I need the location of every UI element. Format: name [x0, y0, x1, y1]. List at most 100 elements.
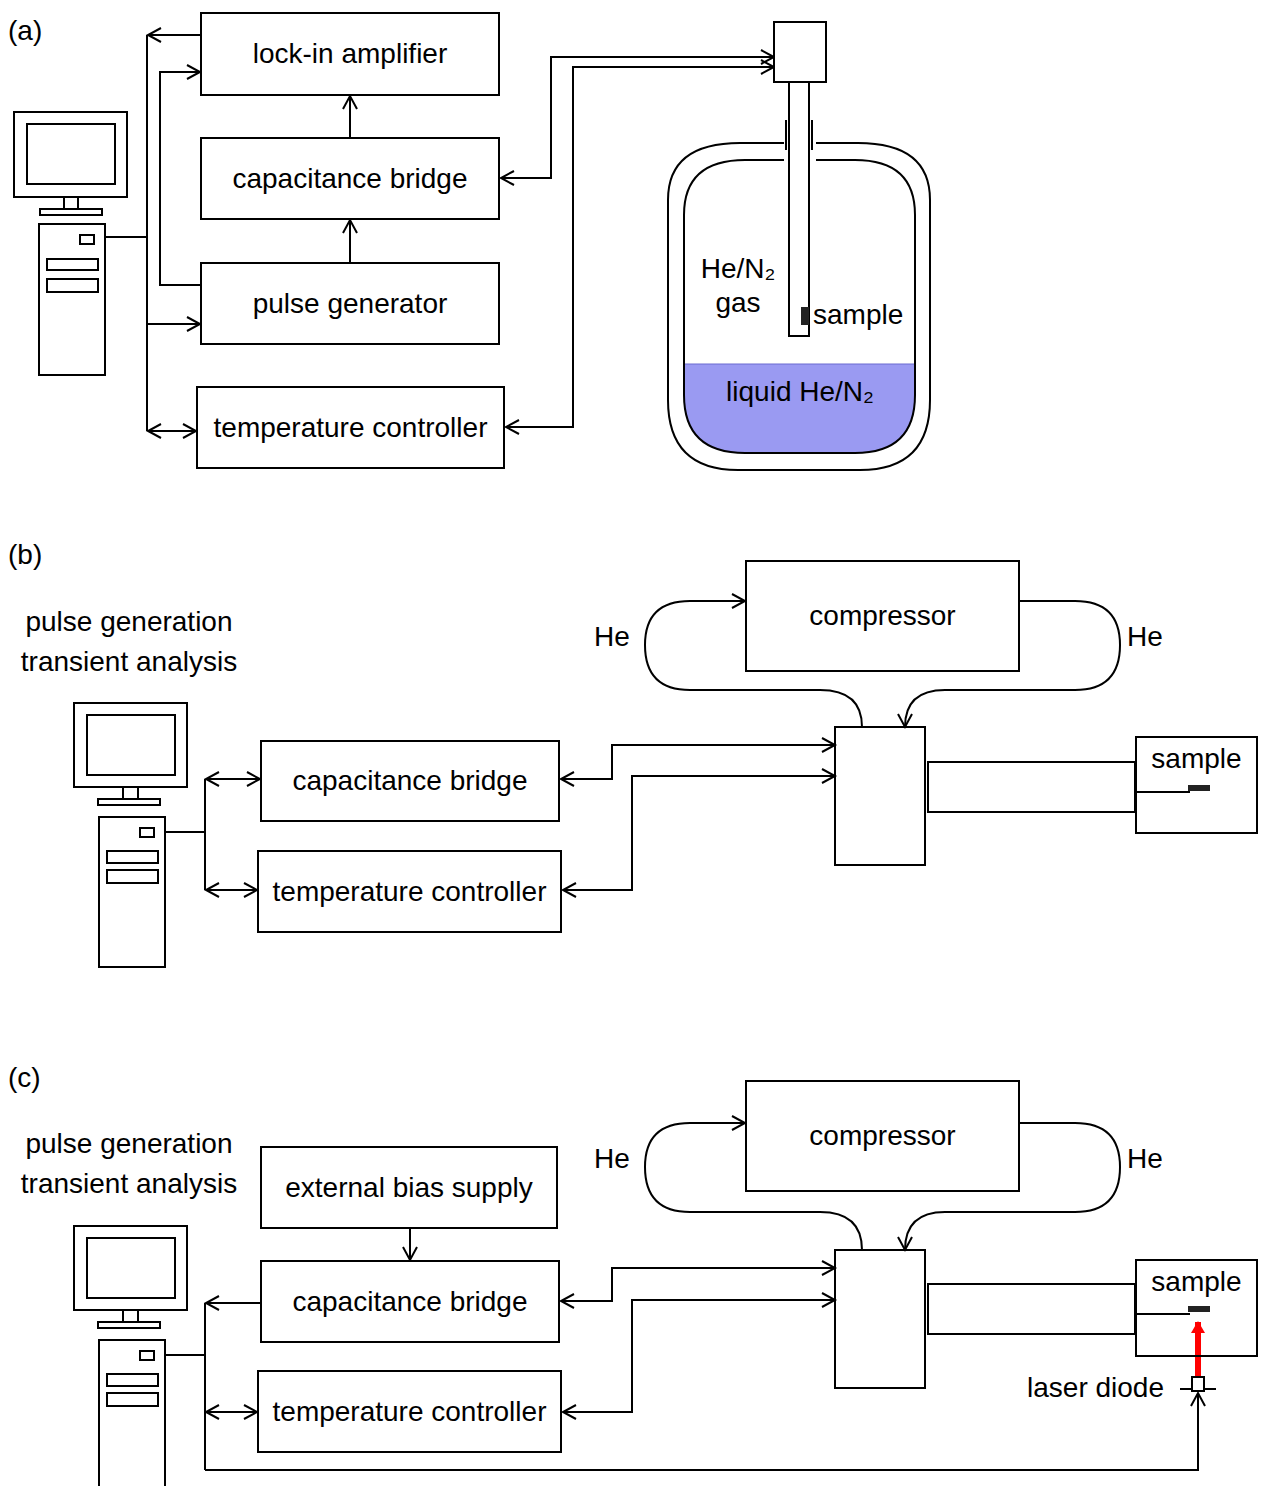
computer — [98, 1322, 160, 1328]
box-label: external bias supply — [285, 1171, 532, 1205]
laser-diode — [1192, 1377, 1204, 1391]
cold-head — [1135, 1313, 1190, 1315]
computer — [39, 224, 105, 375]
box-label: sample — [1151, 1265, 1241, 1299]
cold-head — [835, 727, 925, 865]
signal-wire — [561, 1268, 835, 1301]
sample-chamber: sample — [1135, 1259, 1258, 1357]
signal-wire — [147, 323, 200, 325]
instrument-box: capacitance bridge — [200, 137, 500, 220]
computer — [123, 1310, 138, 1322]
gas-label: He — [1127, 620, 1177, 654]
computer — [107, 851, 158, 863]
gas-label: He/N₂ gas — [690, 252, 786, 320]
compressor-box: compressor — [745, 1080, 1020, 1192]
cold-head — [928, 762, 1135, 812]
instrument-box: capacitance bridge — [260, 740, 560, 822]
signal-wire — [204, 779, 206, 890]
signal-wire — [205, 1393, 1198, 1470]
computer — [123, 787, 138, 799]
box-label: compressor — [809, 1119, 955, 1153]
signal-wire — [146, 35, 148, 431]
computer — [74, 703, 187, 787]
signal-connector — [349, 96, 351, 137]
software-label: pulse generation transient analysis — [2, 602, 256, 682]
instrument-box: temperature controller — [257, 1370, 562, 1453]
computer — [47, 259, 98, 270]
signal-connector — [349, 220, 351, 262]
computer — [99, 1340, 165, 1486]
box-label: temperature controller — [273, 875, 547, 909]
signal-wire — [206, 889, 257, 891]
computer — [107, 870, 158, 883]
signal-wire — [563, 1300, 835, 1412]
signal-wire — [165, 1354, 205, 1356]
box-label: sample — [1151, 742, 1241, 776]
box-label: temperature controller — [214, 411, 488, 445]
computer — [14, 112, 127, 197]
box-label: capacitance bridge — [232, 162, 467, 196]
computer — [80, 235, 94, 244]
signal-wire — [206, 1411, 257, 1413]
signal-wire — [148, 34, 200, 36]
box-label: temperature controller — [273, 1395, 547, 1429]
box-label: capacitance bridge — [292, 764, 527, 798]
computer — [64, 197, 78, 209]
signal-wire — [148, 430, 196, 432]
computer — [47, 279, 98, 292]
instrument-box: lock-in amplifier — [200, 12, 500, 96]
gas-label: He — [1127, 1142, 1177, 1176]
cold-head — [1188, 785, 1210, 791]
computer — [107, 1374, 158, 1386]
signal-wire — [206, 778, 260, 780]
computer — [87, 715, 175, 775]
box-label: compressor — [809, 599, 955, 633]
signal-wire — [165, 745, 835, 890]
cold-head — [1188, 1306, 1210, 1312]
cold-head — [928, 1284, 1135, 1334]
computer — [140, 1351, 154, 1360]
panel-label: (a) — [8, 14, 68, 48]
cryostat — [789, 82, 809, 336]
sample-label: sample — [813, 298, 923, 332]
instrument-box: temperature controller — [257, 850, 562, 933]
cryostat — [801, 307, 809, 325]
signal-wire — [165, 1268, 1198, 1470]
computer — [140, 828, 154, 837]
cryostat — [684, 364, 915, 365]
computer — [27, 124, 115, 184]
computer — [74, 703, 187, 967]
signal-connector — [409, 1229, 411, 1260]
sample-chamber: sample — [1135, 736, 1258, 834]
gas-label: He — [594, 620, 644, 654]
gas-label: He — [594, 1142, 644, 1176]
computer — [40, 209, 102, 215]
cryostat — [668, 22, 930, 470]
laser-label: laser diode — [990, 1371, 1164, 1405]
liquid-label: liquid He/N₂ — [700, 375, 900, 409]
signal-wire — [563, 776, 835, 890]
laser-diode — [1195, 1322, 1201, 1376]
cryostat — [811, 120, 813, 150]
signal-wire — [206, 1302, 260, 1304]
computer — [14, 112, 127, 375]
computer — [99, 817, 165, 967]
computer — [107, 1393, 158, 1406]
box-label: lock-in amplifier — [253, 37, 448, 71]
computer — [74, 1226, 187, 1310]
instrument-box: capacitance bridge — [260, 1260, 560, 1343]
cold-head — [835, 1250, 925, 1388]
signal-wire — [105, 236, 147, 238]
panel-label: (c) — [8, 1061, 68, 1095]
instrument-box: external bias supply — [260, 1146, 558, 1229]
computer — [98, 799, 160, 805]
signal-wire — [561, 745, 835, 779]
signal-connector — [160, 72, 200, 285]
instrument-box: pulse generator — [200, 262, 500, 345]
cryostat — [785, 120, 787, 150]
computer — [87, 1238, 175, 1298]
panel-label: (b) — [8, 538, 68, 572]
compressor-box: compressor — [745, 560, 1020, 672]
